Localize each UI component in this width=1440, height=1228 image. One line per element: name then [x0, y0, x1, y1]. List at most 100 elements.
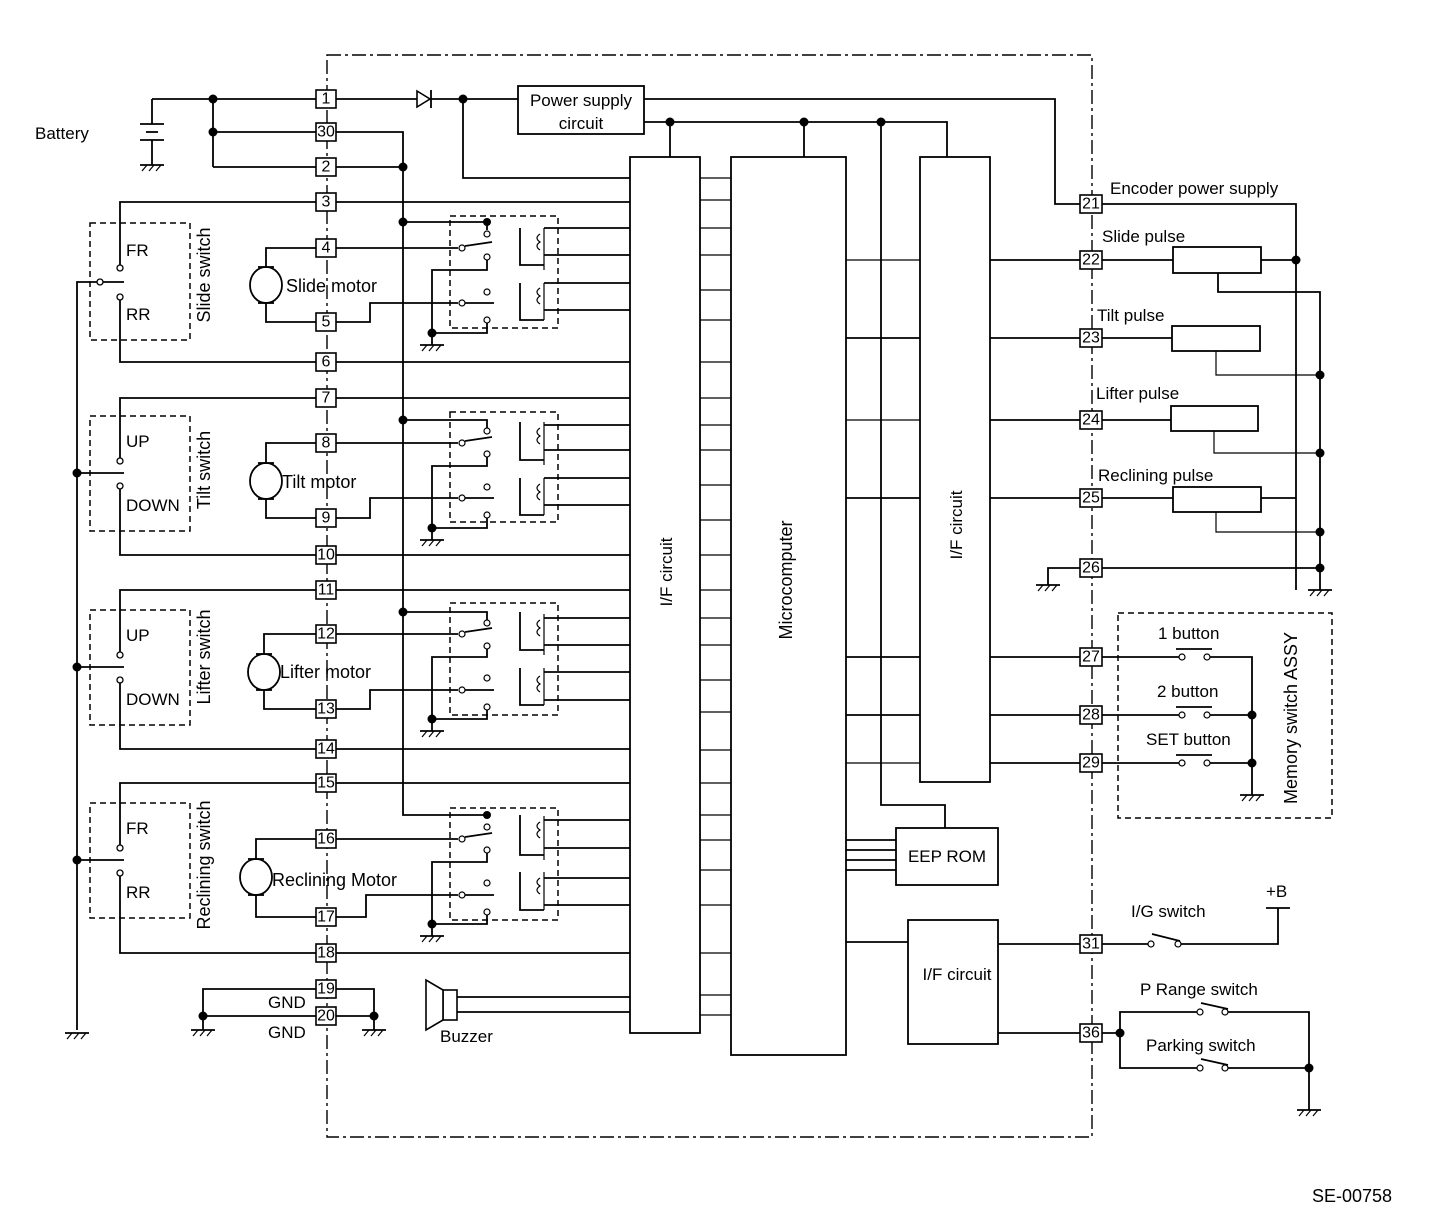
reclining-encoder-box — [1172, 486, 1262, 513]
connector-pin: 17 — [315, 907, 337, 927]
connector-pin: 2 — [315, 157, 337, 177]
slide-switch-box — [89, 222, 191, 341]
connector-pin: 27 — [1079, 647, 1103, 667]
connector-pin: 12 — [315, 624, 337, 644]
power-supply-label-2: circuit — [559, 114, 604, 133]
button-1-label: 1 button — [1158, 624, 1219, 643]
svg-text:22: 22 — [1082, 252, 1100, 269]
tilt-motor-symbol — [249, 462, 283, 500]
connector-pin: 15 — [315, 773, 337, 793]
svg-text:9: 9 — [322, 510, 331, 527]
tilt-switch-pos1: UP — [126, 432, 150, 451]
svg-text:18: 18 — [317, 945, 335, 962]
connector-pin: 7 — [315, 388, 337, 408]
slide-motor-label: Slide motor — [286, 276, 377, 296]
connector-pin: 14 — [315, 739, 337, 759]
svg-text:23: 23 — [1082, 330, 1100, 347]
reclining-switch-pos2: RR — [126, 883, 151, 902]
svg-text:13: 13 — [317, 701, 335, 718]
reclining-relay-box — [449, 807, 559, 921]
slide-pulse-label: Slide pulse — [1102, 227, 1185, 246]
svg-text:31: 31 — [1082, 936, 1100, 953]
set-button-label: SET button — [1146, 730, 1231, 749]
reclining-pulse-label: Reclining pulse — [1098, 466, 1213, 485]
connector-pin: 20 — [315, 1006, 337, 1026]
svg-text:11: 11 — [318, 582, 335, 599]
svg-text:19: 19 — [317, 981, 335, 998]
svg-text:30: 30 — [317, 124, 335, 141]
slide-relay-box — [449, 215, 559, 329]
if-micro-bus — [700, 177, 731, 1016]
connector-pin: 9 — [315, 508, 337, 528]
svg-text:17: 17 — [317, 909, 335, 926]
lifter-switch-label: Lifter switch — [194, 609, 214, 704]
svg-text:20: 20 — [317, 1008, 335, 1025]
svg-text:12: 12 — [317, 626, 335, 643]
if-circuit-bottom-box — [907, 919, 999, 1045]
if-circuit-bottom-label: I/F circuit — [923, 965, 992, 984]
diode-symbol — [416, 89, 432, 109]
battery-symbol — [140, 99, 164, 172]
tilt-switch-label: Tilt switch — [194, 431, 214, 509]
svg-text:16: 16 — [317, 831, 335, 848]
svg-text:6: 6 — [322, 354, 331, 371]
tilt-relay-box — [449, 411, 559, 523]
svg-text:1: 1 — [322, 91, 331, 108]
slide-switch-pos2: RR — [126, 305, 151, 324]
connector-pin: 5 — [315, 312, 337, 332]
diagram-code: SE-00758 — [1312, 1186, 1392, 1206]
encoder-power-label: Encoder power supply — [1110, 179, 1279, 198]
svg-text:26: 26 — [1082, 560, 1100, 577]
reclining-motor-label: Reclining Motor — [272, 870, 397, 890]
svg-text:21: 21 — [1082, 196, 1100, 213]
if-circuit-left-label: I/F circuit — [657, 537, 676, 606]
connector-pin: 3 — [315, 192, 337, 212]
connector-pin: 4 — [315, 238, 337, 258]
lifter-motor-symbol — [247, 653, 281, 691]
connector-pin: 26 — [1079, 558, 1103, 578]
connector-pin: 24 — [1079, 410, 1103, 430]
connector-pin: 6 — [315, 352, 337, 372]
if-circuit-right-label: I/F circuit — [947, 490, 966, 559]
tilt-encoder-box — [1171, 325, 1261, 352]
memory-switch-label: Memory switch ASSY — [1281, 632, 1301, 804]
reclining-motor-symbol — [239, 858, 273, 896]
connector-pin: 25 — [1079, 488, 1103, 508]
svg-text:28: 28 — [1082, 707, 1100, 724]
connector-pin: 18 — [315, 943, 337, 963]
slide-motor-symbol — [249, 266, 283, 304]
if-circuit-left-box — [629, 156, 701, 1034]
connector-pin: 19 — [315, 979, 337, 999]
plus-b-label: +B — [1266, 882, 1287, 901]
tilt-pulse-label: Tilt pulse — [1097, 306, 1164, 325]
connector-pin: 11 — [315, 580, 337, 600]
connector-pin: 28 — [1079, 705, 1103, 725]
connector-pin: 10 — [315, 545, 337, 565]
p-range-switch-label: P Range switch — [1140, 980, 1258, 999]
connector-pin: 22 — [1079, 250, 1103, 270]
eeprom-label: EEP ROM — [908, 847, 986, 866]
connector-pin: 30 — [315, 122, 337, 142]
lifter-relay-box — [449, 602, 559, 716]
tilt-switch-pos2: DOWN — [126, 496, 180, 515]
if-circuit-right-box — [919, 156, 991, 783]
lifter-pulse-label: Lifter pulse — [1096, 384, 1179, 403]
power-supply-circuit-box — [517, 85, 645, 135]
svg-text:24: 24 — [1082, 412, 1100, 429]
svg-text:36: 36 — [1082, 1025, 1100, 1042]
slide-switch-pos1: FR — [126, 241, 149, 260]
ground-symbol — [191, 1016, 215, 1037]
svg-text:8: 8 — [322, 435, 331, 452]
eeprom-box — [895, 827, 999, 886]
connector-pin: 21 — [1079, 194, 1103, 214]
svg-text:10: 10 — [317, 547, 335, 564]
connector-pin: 36 — [1079, 1023, 1103, 1043]
connector-pin: 13 — [315, 699, 337, 719]
connector-pin: 1 — [315, 89, 337, 109]
reclining-switch-label: Reclining switch — [194, 800, 214, 929]
ground-symbol — [362, 1016, 386, 1037]
connector-pin: 31 — [1079, 934, 1103, 954]
svg-text:29: 29 — [1082, 755, 1100, 772]
svg-text:7: 7 — [322, 390, 331, 407]
